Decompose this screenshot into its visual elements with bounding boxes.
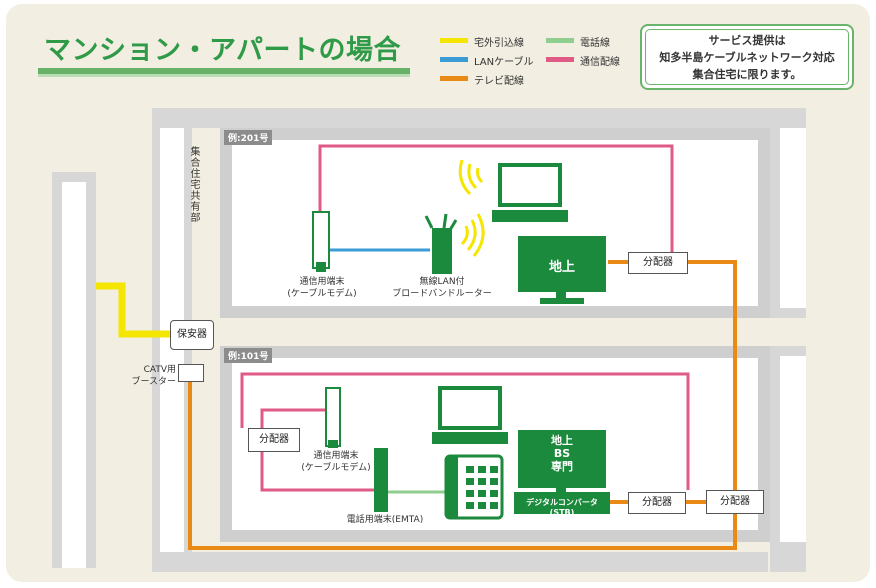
booster-box (178, 364, 204, 382)
comm-wiring-101-bot (260, 452, 374, 492)
notice-line-3: 集合住宅に限ります。 (692, 68, 802, 81)
building-floor (152, 552, 768, 572)
laptop-101 (432, 386, 508, 444)
comm-wiring-101-top (240, 372, 690, 490)
wifi-waves-router (460, 213, 485, 257)
right-wall-lower-inner (780, 356, 806, 542)
service-notice: サービス提供は 知多半島ケーブルネットワーク対応 集合住宅に限ります。 (640, 24, 854, 90)
notice-inner-border (645, 29, 849, 85)
tv-wiring-main (188, 382, 737, 550)
notice-line-1: サービス提供は (708, 34, 786, 47)
tv-201 (518, 236, 606, 304)
stb-101 (514, 492, 610, 514)
modem-201-label-2: (ケーブルモデム) (287, 289, 357, 299)
router-201-label-1: 無線LAN付 (419, 277, 465, 287)
title-underline (38, 68, 410, 74)
comm-wiring-101-mid (260, 408, 326, 428)
outer-building-wall-inner (62, 182, 86, 568)
tv-101 (518, 430, 606, 492)
tv-101-label-1: 地上 (551, 434, 573, 447)
emta-101 (374, 448, 388, 512)
splitter-101-left: 分配器 (248, 428, 300, 452)
booster-label-1: CATV用 (143, 365, 176, 375)
tv-wiring-to-201 (688, 260, 737, 490)
router-201-label: 無線LAN付 ブロードバンドルーター (382, 276, 502, 300)
right-wall-upper-inner (780, 128, 806, 308)
drop-line (96, 282, 180, 338)
comm-wiring-201 (318, 144, 674, 252)
page-title: マンション・アパートの場合 (44, 35, 401, 66)
phone-101 (444, 454, 504, 520)
notice-line-2: 知多半島ケーブルネットワーク対応 (659, 51, 835, 64)
protector-box: 保安器 (170, 320, 214, 350)
booster-label-2: ブースター (131, 377, 176, 387)
laptop-201 (492, 163, 568, 222)
stb-101-label: デジタルコンバータ(STB) (526, 498, 598, 517)
wireless-router-201 (424, 213, 458, 274)
emta-101-label: 電話用端末(EMTA) (346, 515, 424, 525)
legend-swatch-drop-line (440, 38, 468, 43)
legend-swatch-lan (440, 57, 468, 62)
modem-101-label-1: 通信用端末 (313, 451, 359, 461)
modem-101-label: 通信用端末 (ケーブルモデム) (286, 450, 386, 474)
legend-label-phone: 電話線 (580, 38, 610, 49)
splitter-201: 分配器 (628, 252, 688, 274)
router-201-label-2: ブロードバンドルーター (392, 289, 492, 299)
room-201-label: 例:201号 (224, 130, 273, 145)
legend-label-tv: テレビ配線 (474, 76, 524, 87)
tv-101-label-3: 専門 (551, 460, 573, 473)
legend-label-drop-line: 宅外引込線 (474, 38, 524, 49)
legend-label-comm: 通信配線 (580, 57, 620, 68)
modem-101-label-2: (ケーブルモデム) (301, 463, 371, 473)
legend-swatch-comm (546, 57, 574, 62)
tv-101-label: 地上 BS 専門 (518, 434, 606, 473)
wifi-waves-laptop (458, 159, 484, 196)
cable-modem-101 (325, 387, 341, 448)
cable-modem-201 (312, 211, 330, 272)
splitter-101-right: 分配器 (628, 492, 686, 514)
common-area-label: 集合住宅共有部 (188, 146, 199, 223)
legend-label-lan: LANケーブル (474, 57, 534, 68)
main-splitter: 分配器 (706, 490, 764, 514)
legend-swatch-phone (546, 38, 574, 43)
tv-101-label-2: BS (553, 447, 571, 460)
title-underline-light (38, 74, 410, 77)
booster-label: CATV用 ブースター (118, 364, 176, 388)
modem-201-label: 通信用端末 (ケーブルモデム) (272, 276, 372, 300)
building-roof (152, 108, 806, 128)
room-101-label: 例:101号 (224, 348, 273, 363)
tv-201-label: 地上 (548, 260, 575, 275)
modem-201-label-1: 通信用端末 (299, 277, 345, 287)
legend-swatch-tv (440, 76, 468, 81)
